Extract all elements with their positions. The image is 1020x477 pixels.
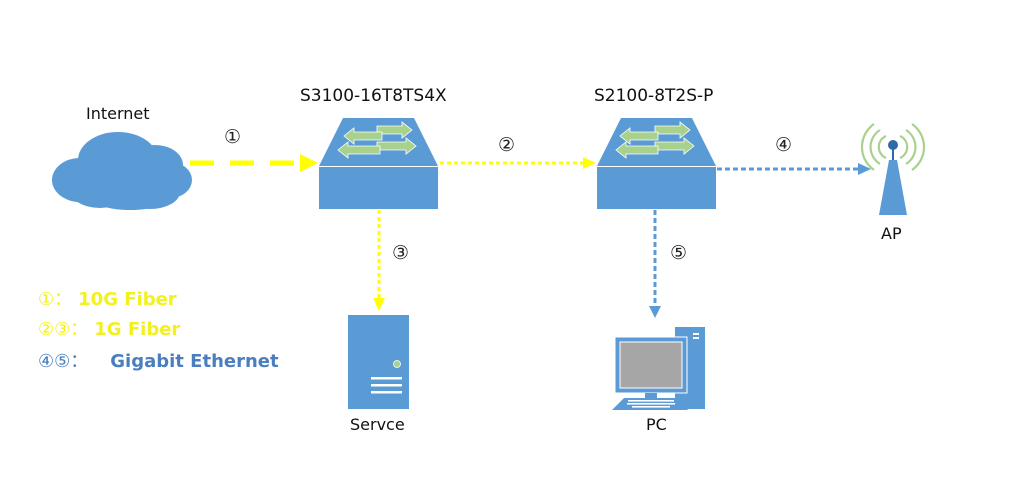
legend-text: Gigabit Ethernet [110, 351, 279, 372]
server-label: Servce [350, 415, 405, 434]
internet-label: Internet [86, 104, 150, 123]
legend-symbols: ①： [38, 289, 73, 310]
ap-label: AP [881, 224, 902, 243]
link-3-1g-fiber [373, 210, 385, 311]
wireless-ap-icon [860, 123, 926, 215]
legend-symbols: ④⑤： [38, 351, 89, 372]
server-icon [348, 315, 409, 409]
core-switch-icon [319, 118, 438, 209]
link-2-1g-fiber [440, 157, 596, 169]
legend-text: 1G Fiber [94, 319, 181, 340]
link-marker-3: ③ [392, 242, 410, 264]
legend-item-10g-fiber: ①：10G Fiber [38, 285, 177, 311]
access-switch-label: S2100-8T2S-P [594, 86, 714, 106]
access-switch-icon [597, 118, 716, 209]
link-4-gigabit-ethernet [717, 163, 871, 175]
legend-text: 10G Fiber [78, 289, 177, 310]
link-marker-2: ② [498, 134, 516, 156]
legend-item-1g-fiber: ②③：1G Fiber [38, 315, 180, 341]
legend-symbols: ②③： [38, 319, 89, 340]
pc-label: PC [646, 415, 667, 434]
pc-icon [612, 327, 705, 410]
link-1-10g-fiber [190, 154, 318, 172]
link-marker-4: ④ [775, 134, 793, 156]
link-marker-1: ① [224, 126, 242, 148]
core-switch-label: S3100-16T8TS4X [300, 86, 447, 106]
legend-item-gigabit-ethernet: ④⑤： Gigabit Ethernet [38, 347, 279, 373]
link-5-gigabit-ethernet [649, 210, 661, 318]
link-marker-5: ⑤ [670, 242, 688, 264]
cloud-icon [52, 132, 192, 210]
